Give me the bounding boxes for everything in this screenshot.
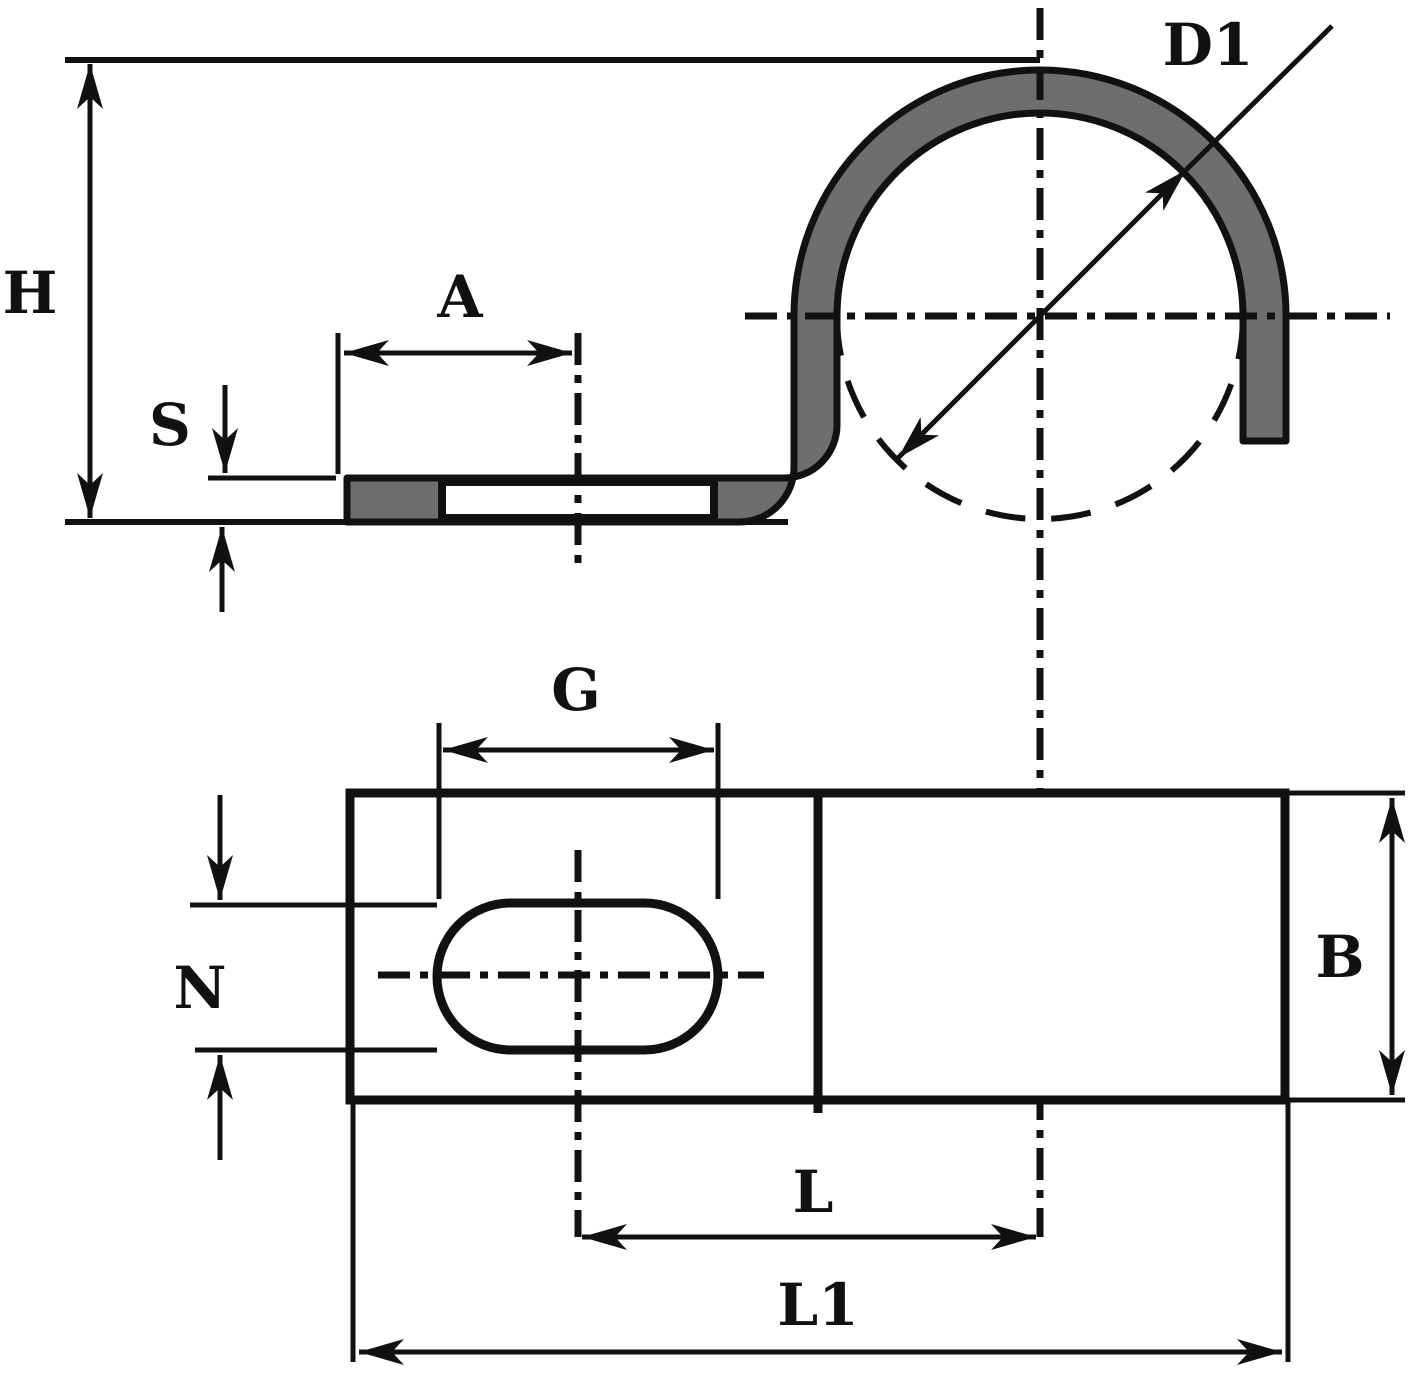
- slot-cutout-side: [438, 478, 718, 522]
- top-view: G N B L L1: [173, 656, 1405, 1365]
- dimension-label-a: A: [436, 263, 483, 331]
- dimension-label-n: N: [173, 954, 226, 1022]
- dimension-label-b: B: [1315, 923, 1364, 991]
- inner-circle-hidden-arc: [834, 315, 1246, 522]
- dimension-label-s: S: [149, 391, 191, 459]
- d1-leader-tail: [1184, 24, 1334, 172]
- dimension-label-g: G: [551, 656, 601, 724]
- dimension-label-l1: L1: [777, 1271, 858, 1339]
- dimension-arrow-d1: [896, 168, 1188, 460]
- dimension-label-d1: D1: [1163, 11, 1254, 79]
- dimension-label-l: L: [793, 1158, 834, 1226]
- clamp-band-profile: [343, 66, 1290, 526]
- dimension-label-h: H: [3, 259, 58, 327]
- side-view: H S A D1: [3, 8, 1390, 1237]
